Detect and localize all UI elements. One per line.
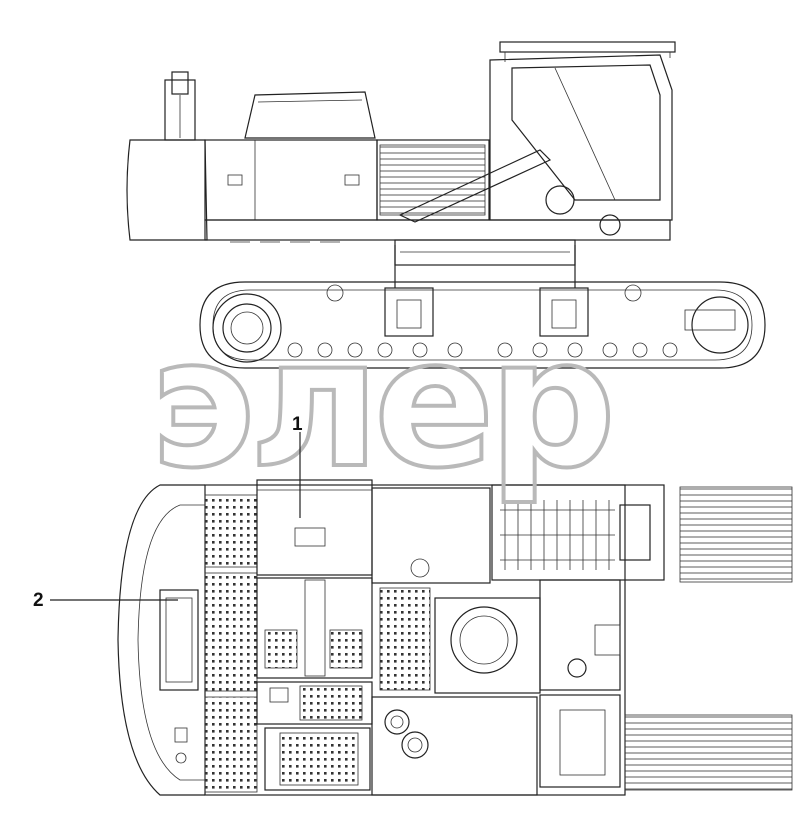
top-view <box>117 479 793 796</box>
side-view-track <box>199 245 766 369</box>
callout-1-label: 1 <box>292 414 303 435</box>
side-view-upper <box>126 41 676 266</box>
callout-2: 2 <box>33 590 178 611</box>
callout-1: 1 <box>292 414 303 518</box>
watermark-text: элер <box>150 300 610 507</box>
callout-2-label: 2 <box>33 590 44 611</box>
